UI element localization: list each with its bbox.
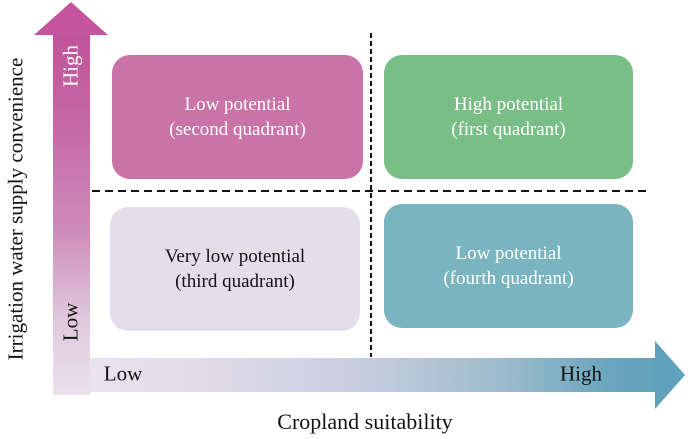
up-arrowhead-icon: [34, 2, 108, 35]
quadrant-label-line2: (second quadrant): [169, 119, 306, 140]
quadrant-box-first: High potential (first quadrant): [384, 55, 633, 179]
quadrant-label-line1: Low potential: [184, 94, 291, 115]
horizontal-dashed-divider: [92, 190, 647, 192]
x-axis-title: Cropland suitability: [277, 409, 453, 434]
quadrant-box-fourth: Low potential (fourth quadrant): [384, 204, 633, 328]
right-arrowhead-icon: [655, 341, 685, 409]
y-axis-title: Irrigation water supply convenience: [3, 57, 28, 361]
quadrant-box-second: Low potential (second quadrant): [112, 55, 363, 179]
y-axis-low-label: Low: [58, 302, 83, 342]
y-axis-arrow-shaft: [53, 33, 90, 395]
x-axis-high-label: High: [560, 361, 602, 386]
quadrant-label-line2: (third quadrant): [175, 271, 295, 292]
x-axis-low-label: Low: [103, 361, 143, 386]
quadrant-label-line2: (first quadrant): [451, 119, 566, 140]
vertical-dashed-divider: [370, 33, 372, 357]
x-axis-arrow-shaft: [90, 358, 655, 392]
quadrant-box-third: Very low potential (third quadrant): [110, 207, 360, 331]
quadrant-label-line2: (fourth quadrant): [443, 268, 574, 289]
quadrant-label-line1: High potential: [453, 94, 564, 115]
quadrant-label-line1: Very low potential: [164, 246, 306, 267]
quadrant-label-line1: Low potential: [455, 243, 562, 264]
y-axis-high-label: High: [58, 45, 83, 87]
